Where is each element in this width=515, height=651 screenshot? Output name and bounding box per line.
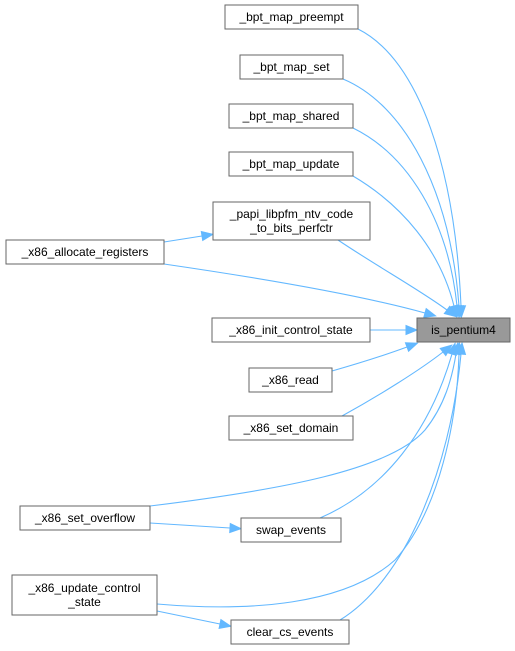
edge-line [357,28,462,307]
node-label: _x86_init_control_state [228,323,353,337]
node-box [19,505,151,531]
arrowhead [443,305,457,318]
arrowhead [455,341,467,355]
edge-x86_read-to-is_pentium4 [331,342,419,372]
node-box [212,201,371,241]
node-label: _bpt_map_update [242,157,340,171]
edge-line [163,263,426,314]
arrowhead [200,230,215,242]
node-label: _x86_set_overflow [34,511,135,525]
node-clear-cs-events[interactable]: clear_cs_events [230,619,350,645]
node-swap-events[interactable]: swap_events [240,517,342,543]
node-label: swap_events [256,523,326,537]
node-bpt-map-update[interactable]: _bpt_map_update [228,151,354,177]
edge-x86_allocate_registers-to-papi_libpfm [163,230,215,243]
node-box [230,619,350,645]
node-bpt-map-shared[interactable]: _bpt_map_shared [228,103,354,129]
edge-line [156,353,460,608]
arrowhead [446,342,457,356]
node-x86-allocate-registers[interactable]: _x86_allocate_registers [5,239,165,265]
node-box [248,367,333,393]
edge-bpt_map_preempt-to-is_pentium4 [357,28,467,319]
edge-x86_init_control_state-to-is_pentium4 [370,324,419,336]
edge-line [163,235,203,243]
node-label: _bpt_map_shared [242,109,340,123]
arrowhead [404,342,419,353]
edge-line [342,78,460,307]
edge-x86_set_overflow-to-swap_events [149,522,243,534]
node-box [11,574,158,616]
edge-line [337,239,448,311]
edge-papi_libpfm-to-is_pentium4 [337,239,457,318]
arrowhead [423,307,437,318]
node-is-pentium4[interactable]: is_pentium4 [416,317,511,343]
node-box [5,239,165,265]
edge-x86_update_control_state-to-clear_cs_events [156,610,233,630]
edge-line [352,127,458,307]
node-box [240,517,342,543]
edge-line [149,353,457,507]
edge-line [156,610,221,625]
edge-swap_events-to-is_pentium4 [319,342,457,519]
edge-line [331,346,408,372]
node-label: _to_bits_perfctr [249,221,333,235]
node-label: _x86_read [261,373,319,387]
node-label: _x86_set_domain [243,421,339,435]
node-label: _bpt_map_preempt [238,10,344,24]
node-label: _x86_update_control [27,581,140,595]
node-box [228,151,354,177]
arrowhead [229,522,243,534]
node-label: clear_cs_events [247,625,334,639]
node-bpt-map-set[interactable]: _bpt_map_set [239,54,344,80]
edge-x86_allocate_registers-to-is_pentium4 [163,263,437,318]
edge-bpt_map_update-to-is_pentium4 [352,175,459,318]
edge-clear_cs_events-to-is_pentium4 [339,341,467,621]
node-bpt-map-preempt[interactable]: _bpt_map_preempt [224,4,359,30]
node-x86-update-control-state[interactable]: _x86_update_control_state [11,574,158,616]
node-label: _papi_libpfm_ntv_code [229,207,354,221]
node-x86-read[interactable]: _x86_read [248,367,333,393]
edge-line [339,353,462,621]
node-label: _bpt_map_set [252,60,330,74]
node-x86-set-overflow[interactable]: _x86_set_overflow [19,505,151,531]
node-box [211,317,371,343]
node-box [239,54,344,80]
node-box [224,4,359,30]
node-x86-set-domain[interactable]: _x86_set_domain [228,415,354,441]
edge-x86_set_domain-to-is_pentium4 [341,344,453,417]
edge-line [341,351,444,417]
node-papi-libpfm[interactable]: _papi_libpfm_ntv_code_to_bits_perfctr [212,201,371,241]
arrowhead [218,618,233,630]
node-box [228,415,354,441]
arrowhead [439,344,453,357]
node-label: _x86_allocate_registers [21,245,149,259]
edge-line [149,522,231,529]
edge-line [352,175,455,307]
node-label: is_pentium4 [431,323,496,337]
node-box [228,103,354,129]
node-box [416,317,511,343]
node-label: _state [67,595,101,609]
arrowhead [405,324,419,336]
node-x86-init-control-state[interactable]: _x86_init_control_state [211,317,371,343]
edge-line [319,353,453,519]
